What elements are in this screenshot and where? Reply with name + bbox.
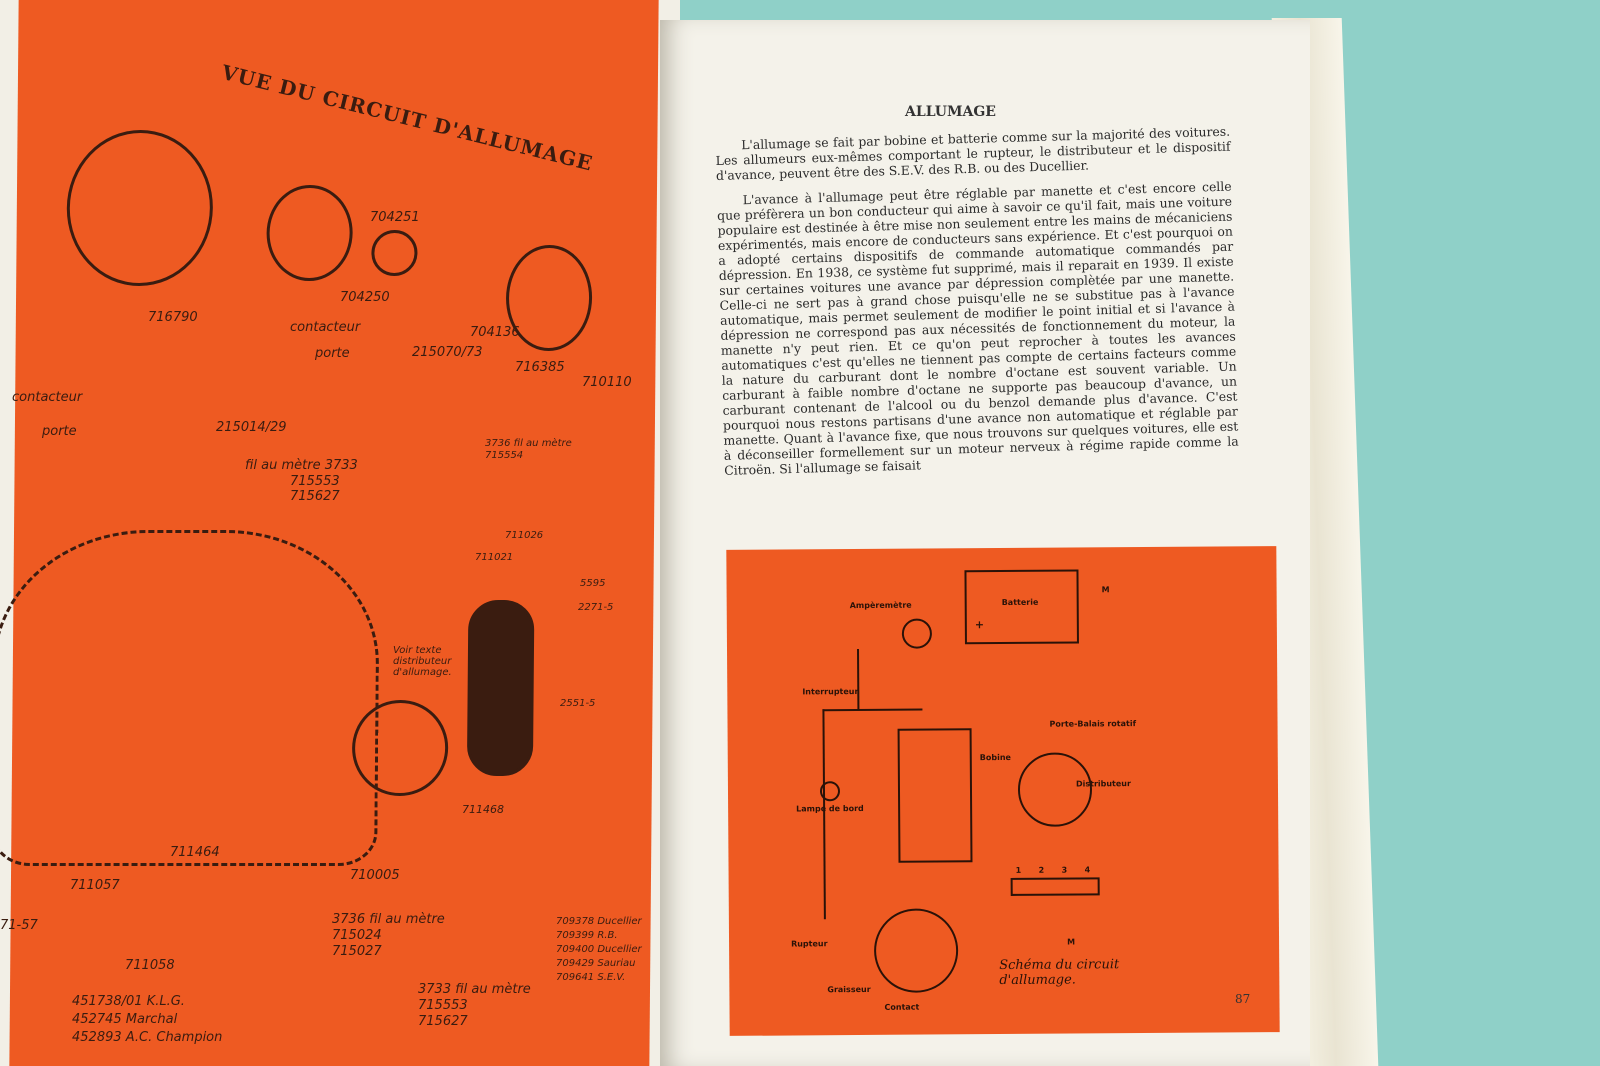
- part-number: 716385: [515, 360, 565, 375]
- left-page: VUE DU CIRCUIT D'ALLUMAGE 716790 704251 …: [0, 0, 680, 1066]
- part-number: 711021: [475, 552, 514, 563]
- ignition-schematic: Batterie M + Ampèremètre Interrupteur Bo…: [726, 546, 1280, 1036]
- diagram-label: Batterie: [1001, 597, 1039, 608]
- body-text: L'allumage se fait par bobine et batteri…: [715, 124, 1240, 488]
- diagram-label: 1: [1015, 865, 1022, 875]
- part-number: 704251: [370, 210, 420, 225]
- part-number: 715024: [332, 928, 382, 943]
- part-number: 715627: [290, 489, 340, 504]
- part-number: 71-57: [0, 918, 38, 933]
- part-number: 709429 Sauriau: [556, 958, 636, 969]
- terminal-strip: [1010, 877, 1100, 896]
- diagram-label: Lampe de bord: [796, 803, 864, 814]
- part-number: 452893 A.C. Champion: [72, 1030, 223, 1045]
- diagram-label: Rupteur: [791, 939, 828, 949]
- part-number: 709400 Ducellier: [556, 944, 642, 955]
- diagram-label: +: [974, 618, 985, 632]
- part-number: 710110: [582, 375, 632, 390]
- diagram-label: M: [1101, 585, 1110, 595]
- part-number: 2551-5: [560, 698, 596, 709]
- part-number: 709378 Ducellier: [556, 916, 642, 927]
- ammeter-symbol: [901, 618, 933, 649]
- page-title: ALLUMAGE: [905, 104, 996, 120]
- diagram-label: Ampèremètre: [849, 600, 912, 611]
- part-number: 715627: [418, 1014, 468, 1029]
- part-number: 5595: [580, 578, 606, 589]
- diagram-label: M: [1067, 937, 1076, 947]
- breaker-symbol: [873, 908, 959, 993]
- part-number: 704250: [340, 290, 390, 305]
- part-number: 711464: [170, 845, 220, 860]
- part-number: 711468: [462, 803, 504, 816]
- page-number: 87: [1235, 992, 1251, 1006]
- diagram-label: 2: [1038, 865, 1045, 875]
- part-number: 715027: [332, 944, 382, 959]
- part-number: contacteur: [290, 320, 361, 335]
- distributor-symbol: [1017, 752, 1093, 827]
- part-number: 715553: [418, 998, 468, 1013]
- part-number: 451738/01 K.L.G.: [72, 994, 185, 1009]
- part-number: 715553: [290, 474, 340, 489]
- part-number: 709399 R.B.: [556, 930, 618, 941]
- wire: [822, 709, 826, 920]
- part-number: fil au mètre 3733: [245, 458, 358, 473]
- part-number: 711057: [70, 878, 120, 893]
- part-number: 215014/29: [216, 420, 287, 435]
- diagram-label: Interrupteur: [802, 687, 859, 697]
- paragraph: L'avance à l'allumage peut être réglable…: [716, 178, 1239, 478]
- part-number: 716790: [148, 310, 198, 325]
- coil-symbol: [897, 728, 973, 863]
- part-number: contacteur: [12, 390, 83, 405]
- diagram-label: Porte-Balais rotatif: [1049, 719, 1137, 729]
- part-number: 452745 Marchal: [72, 1012, 178, 1027]
- diagram-label: Distributeur: [1075, 779, 1131, 789]
- engine-outline: [0, 530, 381, 866]
- part-number: 2271-5: [578, 602, 614, 613]
- part-number: 709641 S.E.V.: [556, 972, 626, 983]
- diagram-label: 4: [1084, 865, 1091, 875]
- coil-drawing: [466, 600, 535, 776]
- part-number: 711058: [125, 958, 175, 973]
- open-book: VUE DU CIRCUIT D'ALLUMAGE 716790 704251 …: [0, 0, 1379, 1066]
- wire: [857, 649, 860, 710]
- part-number: 715554: [485, 450, 524, 461]
- ring-drawing: [371, 230, 418, 276]
- part-number: 3736 fil au mètre: [332, 912, 445, 927]
- part-number: 3733 fil au mètre: [418, 982, 531, 997]
- part-number: 704136: [470, 325, 520, 340]
- diagram-label: 3: [1061, 865, 1068, 875]
- part-number: 711026: [505, 530, 544, 541]
- switch-drawing: [66, 130, 214, 286]
- part-number: 710005: [350, 868, 400, 883]
- wire: [822, 708, 923, 712]
- part-number: porte: [315, 346, 350, 361]
- part-number: porte: [42, 424, 77, 439]
- part-number: 3736 fil au mètre: [485, 438, 572, 449]
- diagram-caption: Schéma du circuit d'allumage.: [999, 957, 1120, 989]
- diagram-label: Contact: [884, 1002, 920, 1012]
- part-number: Voir texte distributeur d'allumage.: [393, 645, 452, 678]
- part-drawing: [266, 185, 354, 281]
- diagram-label: Graisseur: [827, 984, 871, 995]
- part-number: 215070/73: [412, 345, 483, 360]
- diagram-label: Bobine: [979, 752, 1011, 763]
